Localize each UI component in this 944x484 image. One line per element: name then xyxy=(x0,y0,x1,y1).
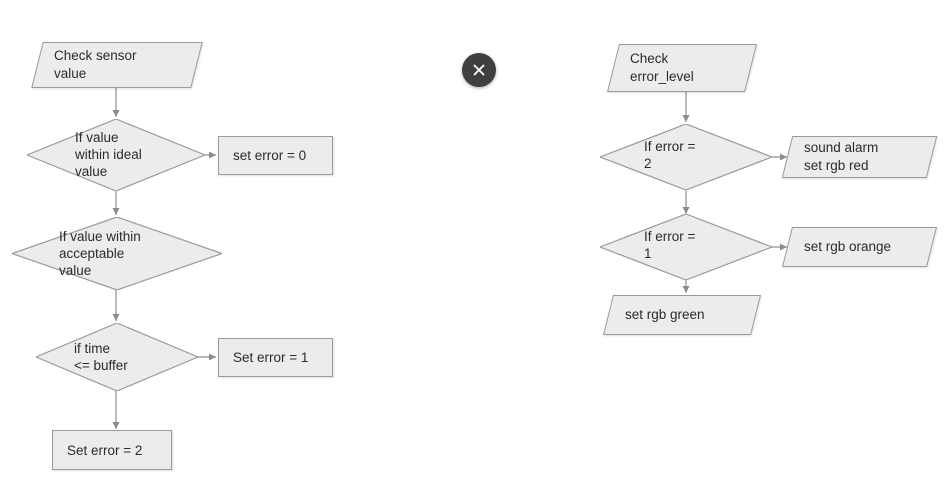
node-label: set error = 0 xyxy=(233,148,307,163)
close-button[interactable] xyxy=(462,53,496,87)
diamond-shape xyxy=(600,214,772,280)
node-sound-alarm-set-rgb-red[interactable]: sound alarm set rgb red xyxy=(781,136,938,178)
node-label: Set error = 2 xyxy=(67,442,143,458)
node-set-rgb-green[interactable]: set rgb green xyxy=(603,295,761,335)
node-label: If error = 2 xyxy=(644,139,696,171)
node-set-rgb-orange[interactable]: set rgb orange xyxy=(782,227,937,267)
node-label: set rgb orange xyxy=(804,239,892,254)
node-set-error-2[interactable]: Set error = 2 xyxy=(52,430,172,470)
node-label: Check sensor value xyxy=(54,48,137,81)
node-if-error-2[interactable]: If error = 2 xyxy=(600,124,772,190)
diamond-shape xyxy=(600,124,772,190)
node-if-time-lte-buffer[interactable]: if time <= buffer xyxy=(36,323,198,391)
node-set-error-0[interactable]: set error = 0 xyxy=(218,136,333,175)
node-label: Set error = 1 xyxy=(233,350,309,365)
node-label: Check error_level xyxy=(630,51,694,84)
node-label: If error = 1 xyxy=(644,229,696,261)
node-set-error-1[interactable]: Set error = 1 xyxy=(218,338,333,377)
node-label: sound alarm set rgb red xyxy=(804,140,879,173)
diamond-shape xyxy=(36,323,198,391)
node-label: if time <= buffer xyxy=(74,341,128,373)
node-label: If value within ideal value xyxy=(75,130,142,179)
diamond-shape xyxy=(27,119,205,191)
close-x-icon xyxy=(473,64,485,76)
node-label: set rgb green xyxy=(625,307,705,322)
node-check-error-level[interactable]: Check error_level xyxy=(607,44,757,92)
node-if-value-within-ideal-value[interactable]: If value within ideal value xyxy=(27,119,205,191)
node-label: If value within acceptable value xyxy=(59,229,141,278)
diamond-shape xyxy=(12,217,222,290)
node-if-value-within-acceptable-value[interactable]: If value within acceptable value xyxy=(12,217,222,290)
node-if-error-1[interactable]: If error = 1 xyxy=(600,214,772,280)
node-check-sensor-value[interactable]: Check sensor value xyxy=(31,42,203,88)
